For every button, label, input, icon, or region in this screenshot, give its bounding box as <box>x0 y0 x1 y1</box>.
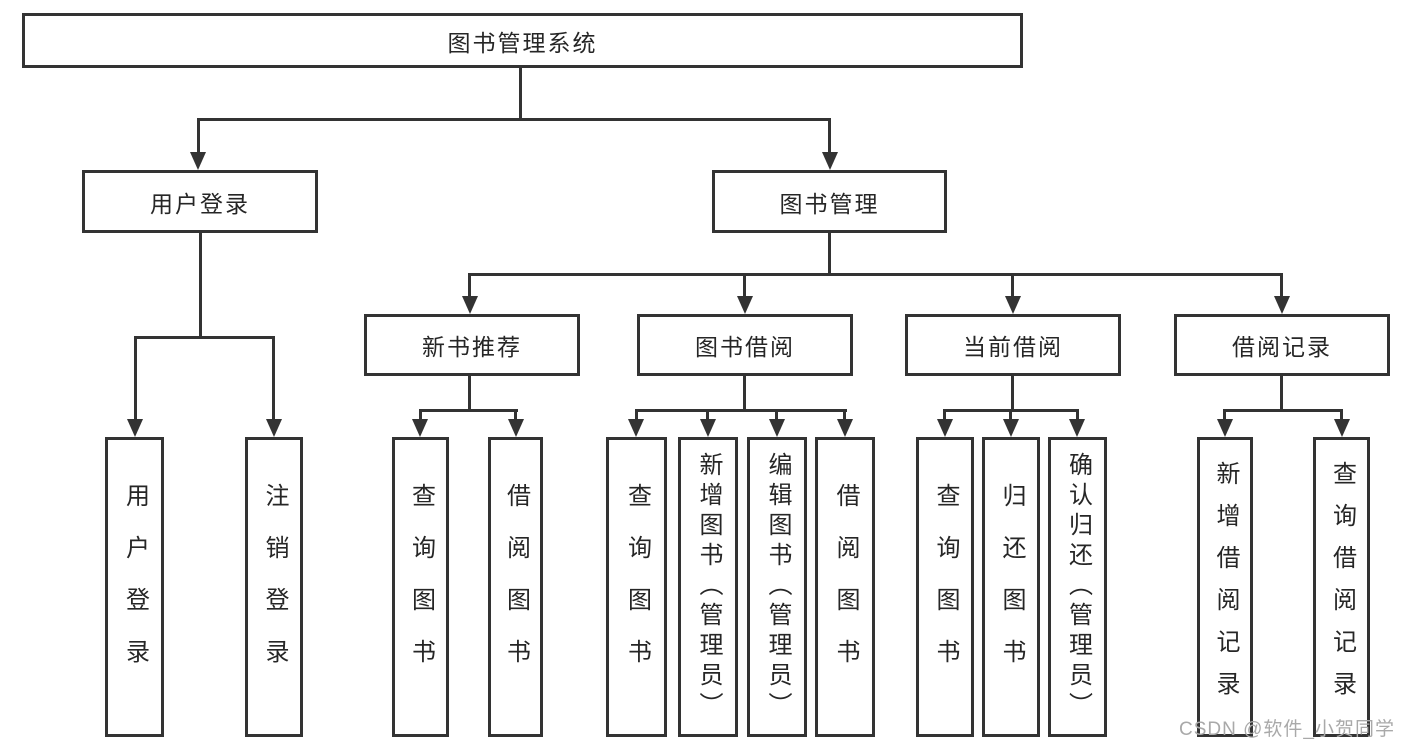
leaf-borrow-books-recommend: 借阅图书 <box>488 437 543 737</box>
arrow-down-icon <box>822 152 838 170</box>
connector-level2-rail <box>197 118 831 121</box>
leaf-query-borrow-record: 查询借阅记录 <box>1313 437 1370 737</box>
arrow-down-icon <box>737 296 753 314</box>
connector-book-mgmt-drop <box>828 118 831 156</box>
node-label: 新书推荐 <box>422 334 522 360</box>
arrow-down-icon <box>1003 419 1019 437</box>
connector-user-login-drop <box>197 118 200 156</box>
node-label: 图书借阅 <box>695 334 795 360</box>
node-label: 确认归还（管理员） <box>1064 452 1092 722</box>
connector-leaf-drop <box>514 409 517 423</box>
leaf-query-books-borrowing: 查询图书 <box>606 437 667 737</box>
node-label: 查询图书 <box>407 483 435 691</box>
node-label: 用户登录 <box>121 483 149 691</box>
leaf-borrow-books: 借阅图书 <box>815 437 875 737</box>
connector-level3-drop <box>1011 273 1014 300</box>
node-user-login: 用户登录 <box>82 170 318 233</box>
arrow-down-icon <box>462 296 478 314</box>
connector-user-login-rail <box>134 336 275 339</box>
node-label: 借阅图书 <box>502 483 530 691</box>
connector-leaf-drop <box>1076 409 1079 423</box>
node-label: 查询图书 <box>623 483 651 691</box>
node-label: 归还图书 <box>998 483 1025 691</box>
connector-borrowing-rail <box>635 409 847 412</box>
connector-leaf-drop <box>706 409 709 423</box>
connector-level3-drop <box>743 273 746 300</box>
node-label: 查询借阅记录 <box>1328 461 1356 713</box>
connector-borrowing-stem <box>743 376 746 409</box>
leaf-query-books-recommend: 查询图书 <box>392 437 449 737</box>
node-label: 新增借阅记录 <box>1212 461 1239 713</box>
arrow-down-icon <box>1274 296 1290 314</box>
node-label: 当前借阅 <box>963 334 1063 360</box>
connector-current-stem <box>1011 376 1014 409</box>
connector-leaf-drop <box>419 409 422 423</box>
connector-records-stem <box>1280 376 1283 409</box>
leaf-return-books: 归还图书 <box>982 437 1040 737</box>
connector-leaf-drop <box>1223 409 1226 423</box>
arrow-down-icon <box>1334 419 1350 437</box>
connector-leaf-drop <box>1009 409 1012 423</box>
connector-leaf-drop <box>635 409 638 423</box>
arrow-down-icon <box>266 419 282 437</box>
leaf-query-books-current: 查询图书 <box>916 437 974 737</box>
arrow-down-icon <box>412 419 428 437</box>
node-label: 编辑图书（管理员） <box>764 452 791 722</box>
node-library-system: 图书管理系统 <box>22 13 1023 68</box>
connector-user-login-stem <box>199 233 202 336</box>
csdn-watermark: CSDN @软件_小贺同学 <box>1179 719 1395 740</box>
connector-leaf-drop <box>843 409 846 423</box>
connector-leaf-drop <box>775 409 778 423</box>
arrow-down-icon <box>1005 296 1021 314</box>
connector-newbook-stem <box>468 376 471 409</box>
leaf-user-login: 用户登录 <box>105 437 164 737</box>
node-book-borrowing: 图书借阅 <box>637 314 853 376</box>
connector-records-rail <box>1223 409 1343 412</box>
arrow-down-icon <box>508 419 524 437</box>
arrow-down-icon <box>700 419 716 437</box>
node-label: 图书管理系统 <box>447 29 598 56</box>
arrow-down-icon <box>628 419 644 437</box>
connector-leaf-drop <box>1340 409 1343 423</box>
node-label: 借阅记录 <box>1232 334 1332 360</box>
node-label: 图书管理 <box>779 190 880 217</box>
connector-level3-drop <box>1280 273 1283 300</box>
node-new-book-recommend: 新书推荐 <box>364 314 580 376</box>
connector-newbook-rail <box>419 409 518 412</box>
node-label: 借阅图书 <box>832 483 859 691</box>
arrow-down-icon <box>190 152 206 170</box>
arrow-down-icon <box>1069 419 1085 437</box>
arrow-down-icon <box>937 419 953 437</box>
leaf-confirm-return-admin: 确认归还（管理员） <box>1048 437 1107 737</box>
leaf-logout: 注销登录 <box>245 437 303 737</box>
arrow-down-icon <box>769 419 785 437</box>
arrow-down-icon <box>837 419 853 437</box>
connector-book-mgmt-stem <box>828 233 831 273</box>
node-label: 注销登录 <box>261 483 288 691</box>
connector-level3-rail <box>468 273 1282 276</box>
node-current-borrowing: 当前借阅 <box>905 314 1121 376</box>
node-label: 查询图书 <box>932 483 959 691</box>
leaf-add-books-admin: 新增图书（管理员） <box>678 437 738 737</box>
node-label: 新增图书（管理员） <box>695 452 722 722</box>
node-borrow-records: 借阅记录 <box>1174 314 1390 376</box>
arrow-down-icon <box>1217 419 1233 437</box>
connector-root-stem <box>519 68 522 118</box>
node-book-management: 图书管理 <box>712 170 947 233</box>
connector-leaf-drop <box>272 336 275 422</box>
connector-level3-drop <box>468 273 471 300</box>
leaf-add-borrow-record: 新增借阅记录 <box>1197 437 1253 737</box>
connector-leaf-drop <box>134 336 137 422</box>
arrow-down-icon <box>127 419 143 437</box>
node-label: 用户登录 <box>150 190 250 217</box>
leaf-edit-books-admin: 编辑图书（管理员） <box>747 437 807 737</box>
connector-leaf-drop <box>943 409 946 423</box>
